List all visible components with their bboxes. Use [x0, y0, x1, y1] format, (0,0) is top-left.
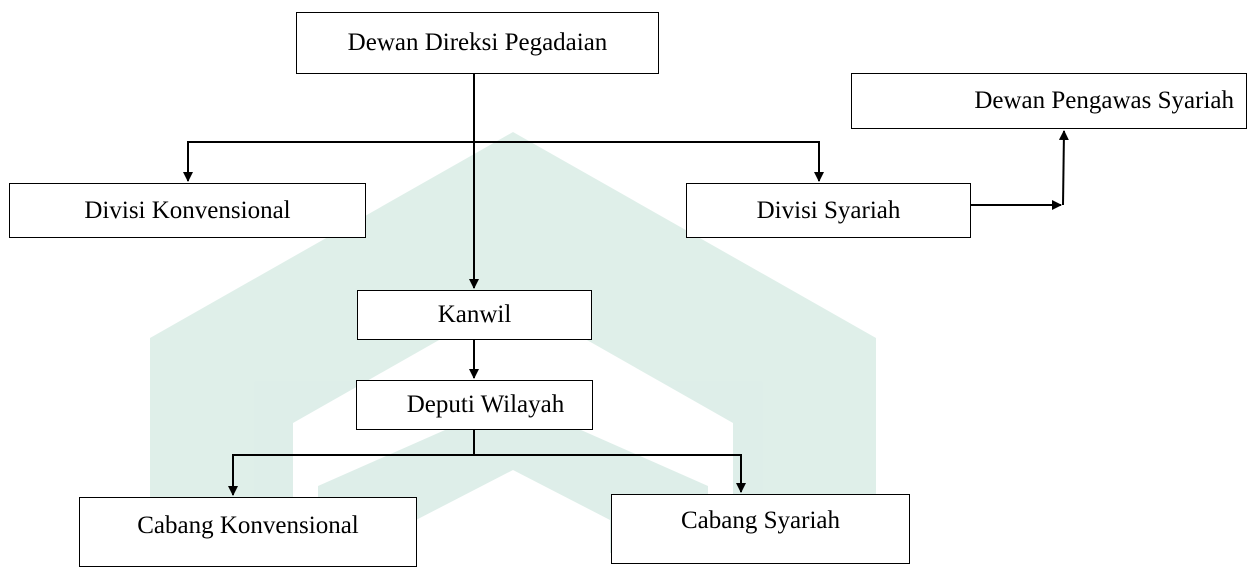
node-label-divisi-konvensional: Divisi Konvensional [84, 196, 291, 224]
node-label-divisi-syariah: Divisi Syariah [756, 196, 901, 224]
line-branch-divisions-left [183, 141, 474, 182]
node-kanwil: Kanwil [357, 290, 592, 340]
node-deputi-wilayah: Deputi Wilayah [356, 380, 593, 430]
node-divisi-konvensional: Divisi Konvensional [9, 183, 366, 238]
node-label-dewan-pengawas-syariah: Dewan Pengawas Syariah [974, 87, 1234, 114]
node-label-kanwil: Kanwil [437, 301, 512, 328]
node-label-deputi-wilayah: Deputi Wilayah [406, 391, 565, 418]
connector-lines [183, 74, 1069, 496]
node-label-cabang-syariah: Cabang Syariah [681, 507, 840, 534]
line-to-pengawas [1058, 130, 1069, 206]
node-divisi-syariah: Divisi Syariah [686, 183, 971, 238]
node-label-cabang-konvensional: Cabang Konvensional [137, 512, 359, 539]
node-cabang-konvensional: Cabang Konvensional [79, 497, 417, 567]
line-branch-cabang-right [474, 454, 746, 493]
node-cabang-syariah: Cabang Syariah [611, 494, 910, 564]
node-dewan-pengawas-syariah: Dewan Pengawas Syariah [851, 73, 1247, 129]
node-dewan-direksi: Dewan Direksi Pegadaian [296, 12, 659, 74]
node-label-dewan-direksi: Dewan Direksi Pegadaian [347, 29, 608, 56]
line-branch-cabang-left [228, 454, 474, 496]
line-branch-divisions-right [474, 141, 824, 182]
org-chart: Dewan Direksi Pegadaian Dewan Pengawas S… [9, 12, 1247, 567]
